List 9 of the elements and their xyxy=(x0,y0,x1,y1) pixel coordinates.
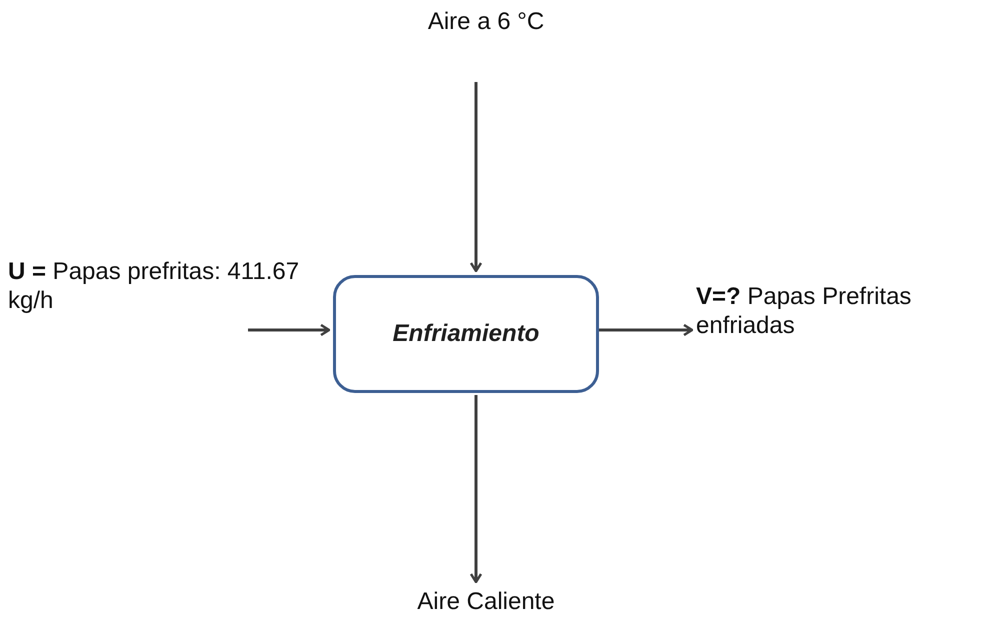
output-label: V=? Papas Prefritas enfriadas xyxy=(696,283,996,345)
arrow xyxy=(470,395,482,584)
input-label: U = Papas prefritas: 411.67 kg/h xyxy=(8,258,308,320)
input-label: Aire a 6 °C xyxy=(386,8,586,44)
process-box: Enfriamiento xyxy=(333,275,599,393)
output-label: Aire Caliente xyxy=(366,588,606,624)
arrow xyxy=(248,324,330,336)
arrow xyxy=(599,324,694,336)
arrow xyxy=(470,82,482,272)
